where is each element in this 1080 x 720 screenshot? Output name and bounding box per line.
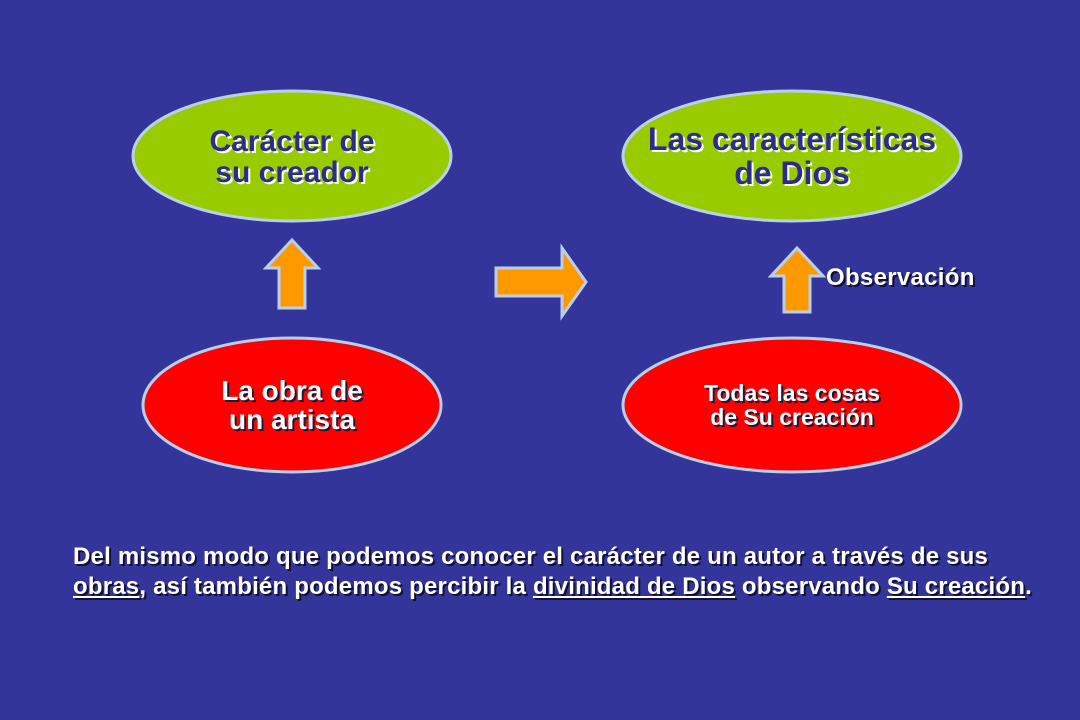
ellipse-all-creation xyxy=(621,336,963,474)
label-all-creation: Todas las cosas de Su creación xyxy=(704,379,880,430)
label-god-characteristics: Las características de Dios xyxy=(647,121,937,191)
label-creator-character: Carácter de su creador xyxy=(209,124,375,189)
caption-part-3: observando xyxy=(735,573,887,600)
label-artist-work: La obra de un artista xyxy=(221,374,363,435)
caption-underline-works: obras xyxy=(73,573,140,600)
ellipse-god-characteristics xyxy=(621,89,963,223)
ellipse-creator-character xyxy=(131,89,453,223)
caption-underline-creation: Su creación xyxy=(886,573,1026,600)
up-arrow-left-icon xyxy=(262,237,322,310)
caption-underline-divinity: divinidad de Dios xyxy=(532,573,736,600)
ellipse-artist-work xyxy=(141,336,443,474)
caption-part-1: Del mismo modo que podemos conocer el ca… xyxy=(73,543,989,570)
up-arrow-right-icon xyxy=(767,245,827,314)
caption-part-4: . xyxy=(1025,573,1032,600)
caption-text: Del mismo modo que podemos conocer el ca… xyxy=(73,542,1033,602)
right-arrow-center-icon xyxy=(494,243,588,321)
caption-part-2: , así también podemos percibir la xyxy=(139,573,533,600)
label-observation: Observación xyxy=(826,264,975,291)
